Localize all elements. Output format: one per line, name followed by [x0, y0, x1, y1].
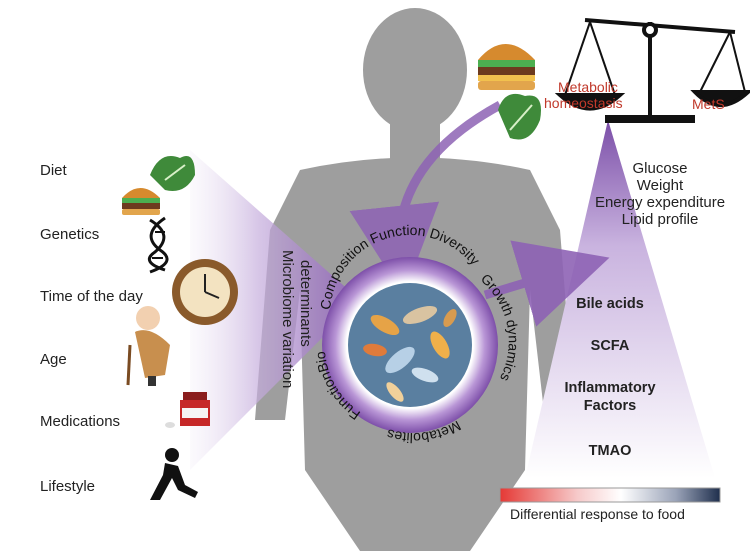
- factor-lifestyle: Lifestyle: [40, 478, 96, 495]
- triangle-item-inflammatory-factors: Inflammatory Factors: [540, 379, 680, 415]
- scale-label-left: Metabolic homeostasis: [544, 79, 623, 111]
- clock-icon: [172, 259, 238, 325]
- food-to-gut-arrow: [349, 101, 503, 296]
- triangle-item-scfa: SCFA: [590, 338, 630, 354]
- scale-label-right: MetS: [692, 96, 725, 112]
- triangle-item-lipid: Lipid profile: [621, 211, 699, 228]
- balance-scale-icon: [554, 18, 750, 123]
- elderly-person-icon: [126, 306, 170, 386]
- gut-to-outcome-arrow: [483, 240, 610, 327]
- factor-diet: Diet: [40, 162, 67, 179]
- bacteria-texture: [363, 305, 457, 402]
- triangle-item-glucose: Glucose: [632, 160, 688, 177]
- determinants-label-line2: determinants: [297, 260, 314, 347]
- factor-medications: Medications: [40, 413, 121, 430]
- runner-icon: [150, 448, 198, 500]
- triangle-item-tmao: TMAO: [588, 443, 632, 459]
- triangle-item-weight: Weight: [636, 177, 684, 194]
- lettuce-icon: [498, 93, 541, 140]
- gradient-caption: Differential response to food: [510, 506, 685, 522]
- inflammatory-line2: Factors: [583, 398, 637, 414]
- burger-icon: [122, 188, 160, 215]
- differential-response-gradient: [499, 487, 721, 503]
- triangle-item-energy: Energy expenditure: [594, 194, 726, 211]
- burger-icon: [478, 44, 535, 90]
- factor-genetics: Genetics: [40, 226, 100, 243]
- determinants-label-line1: Microbiome variation: [279, 250, 296, 388]
- inflammatory-line1: Inflammatory: [564, 380, 656, 396]
- lettuce-icon: [150, 156, 195, 191]
- factor-time-of-day: Time of the day: [40, 288, 143, 305]
- triangle-top-items: Glucose Weight Energy expenditure Lipid …: [590, 160, 730, 228]
- scale-label-left-line2: homeostasis: [544, 95, 623, 111]
- pill-bottle-icon: [165, 392, 210, 428]
- bacteria-image: [348, 283, 472, 407]
- dna-icon: [147, 216, 169, 274]
- scale-label-left-line1: Metabolic: [558, 79, 618, 95]
- factor-age: Age: [40, 351, 67, 368]
- outcomes-triangle: [525, 120, 715, 478]
- determinants-cone: [190, 150, 360, 470]
- triangle-item-bile-acids: Bile acids: [576, 296, 644, 312]
